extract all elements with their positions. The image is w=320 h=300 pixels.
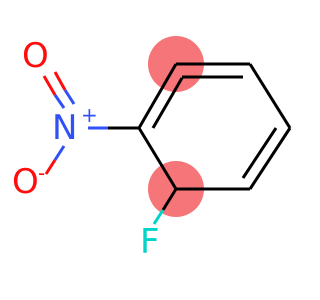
- c-f-bond-f-half: [152, 209, 165, 225]
- n-o-double-bond-b-o: [53, 71, 67, 91]
- ring-bond-3: [248, 127, 292, 190]
- n-o-double-bond-a-n: [53, 94, 66, 109]
- ring-bond-6-inner: [151, 77, 184, 129]
- fluorine-label: F: [140, 222, 160, 262]
- benzene-ring: [137, 62, 292, 191]
- ring-bond-6: [137, 63, 178, 129]
- nitrogen-label: N: [52, 108, 77, 148]
- oxygen-bottom-label: O: [12, 162, 39, 202]
- n-o-single-bond-o: [44, 159, 57, 175]
- ring-bond-2: [248, 63, 292, 129]
- ring-bond-3-inner: [241, 127, 278, 179]
- nitrogen-charge-label: +: [81, 103, 98, 127]
- n-o-single-bond-n: [53, 145, 66, 161]
- oxygen-charge-label: -: [38, 161, 45, 185]
- n-o-double-bond-a-o: [42, 75, 57, 96]
- ring-bond-5: [137, 127, 178, 190]
- oxygen-top-label: O: [22, 36, 49, 76]
- c-f-bond: [161, 188, 178, 211]
- structure-diagram: O N + O - F: [12, 36, 292, 262]
- n-o-double-bond-b-n: [63, 89, 76, 105]
